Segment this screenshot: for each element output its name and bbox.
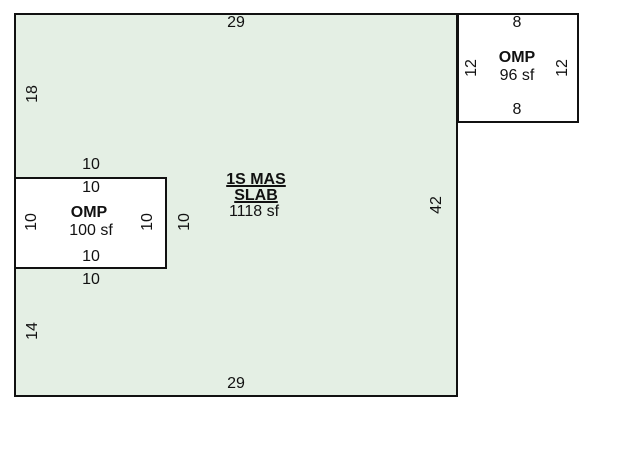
omp-right-dim-left: 12	[463, 59, 480, 77]
omp-left-dim-bottom-inner: 10	[82, 248, 100, 265]
main-area-sqft: 1118 sf	[228, 203, 280, 220]
omp-right-name: OMP	[498, 49, 536, 66]
main-dim-left-lower: 14	[24, 322, 41, 340]
omp-right-porch	[457, 13, 579, 123]
omp-left-porch	[14, 177, 167, 269]
omp-right-sqft: 96 sf	[499, 67, 535, 84]
omp-left-dim-top-outer: 10	[82, 156, 100, 173]
main-dim-right: 42	[428, 196, 445, 214]
omp-left-dim-right-outer: 10	[176, 213, 193, 231]
omp-left-dim-left: 10	[23, 213, 40, 231]
omp-left-name: OMP	[70, 204, 108, 221]
main-dim-left-upper: 18	[24, 85, 41, 103]
omp-right-dim-bottom: 8	[512, 101, 522, 118]
omp-right-dim-top: 8	[512, 14, 522, 31]
omp-left-dim-right-inner: 10	[139, 213, 156, 231]
omp-left-sqft: 100 sf	[69, 222, 113, 239]
main-dim-top: 29	[227, 14, 245, 31]
omp-right-dim-right: 12	[554, 59, 571, 77]
omp-left-dim-top-inner: 10	[82, 179, 100, 196]
omp-left-dim-bottom-outer: 10	[82, 271, 100, 288]
main-area-name-line1: 1S MAS	[226, 171, 286, 188]
main-area-name-line2: SLAB	[234, 187, 278, 204]
main-dim-bottom: 29	[227, 375, 245, 392]
